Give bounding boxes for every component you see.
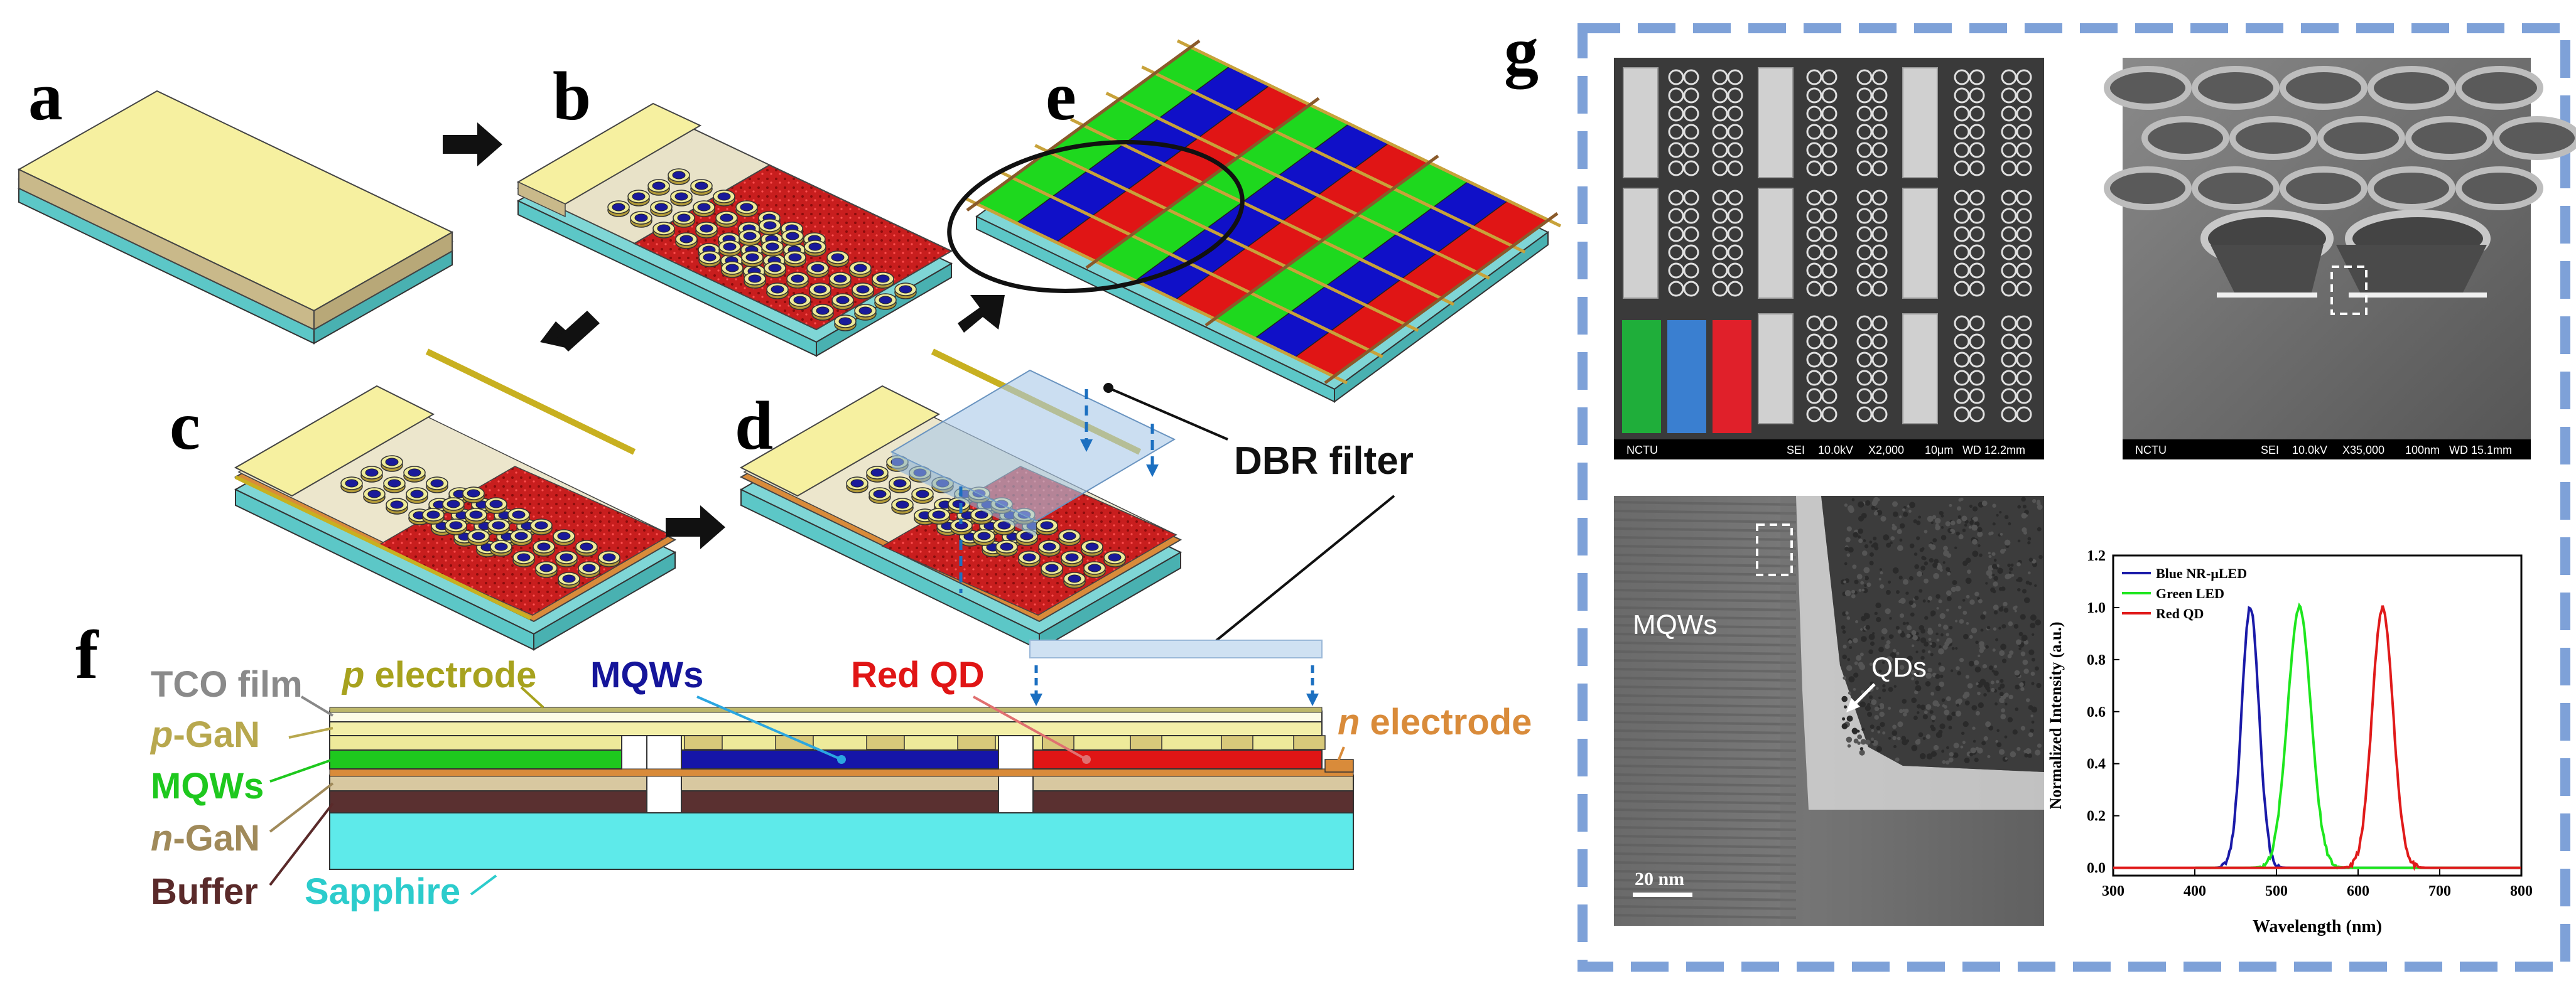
label-p-gan: p-GaN [149,714,260,755]
label-mqws-center: MQWs [590,655,703,695]
svg-text:X35,000: X35,000 [2342,444,2384,456]
y-tick-label: 0.6 [2087,704,2106,721]
leader-tco [300,695,334,717]
chart-x-axis-title: Wavelength (nm) [2253,917,2382,936]
svg-text:10.0kV: 10.0kV [2292,444,2327,456]
svg-text:X2,000: X2,000 [1868,444,1904,456]
panel-f-letter: f [75,616,99,693]
y-tick-label: 1.2 [2087,548,2106,564]
leader-buffer [269,802,334,886]
label-mqws-left: MQWs [151,766,264,807]
label-red-qd: Red QD [851,655,985,695]
dbr-filter-label: DBR filter [1234,439,1414,483]
y-tick-label: 0.8 [2087,652,2106,668]
spectrum-line [2113,605,2521,871]
sapphire-layer [329,812,1354,870]
panel-e-highlight-ellipse [947,140,1245,293]
cross-section-dbr-bar [1029,640,1323,658]
buffer-layer [329,790,1354,813]
svg-text:100nm: 100nm [2405,444,2440,456]
panel-d-dbr-filter [890,369,1176,593]
p-gan-layer [329,721,1323,736]
tem-scale-label: 20 nm [1635,869,1684,889]
label-tco-film: TCO film [151,664,303,705]
leader-red-qd [973,695,1087,761]
label-n-gan: n-GaN [151,818,260,859]
y-tick-label: 0.2 [2087,808,2106,825]
leader-mqws-center [696,695,842,761]
svg-text:NCTU: NCTU [1626,444,1658,456]
p-electrode-layer [329,707,1323,713]
panel-b-nanorings [607,168,917,331]
panel-b-letter: b [553,58,591,134]
sem2-footer: NCTU SEI 10.0kV X35,000 100nm WD 15.1mm [2135,444,2512,456]
n-gan-layer [329,775,1354,791]
arrow-a-to-b [443,122,502,166]
panel-c-nanorings [340,455,620,589]
leader-sapphire [470,874,497,896]
tem-label-mqws: MQWs [1633,609,1717,640]
leader-n-electrode [1336,746,1345,763]
arrow-d-to-e [958,295,1005,333]
panel-d-letter: d [735,387,773,464]
dbr-filter-callout [1103,383,1395,652]
sem-image-top-view [1614,58,2044,459]
green-mqw-block [329,749,622,770]
legend-entry: Red QD [2156,606,2204,621]
panel-e-letter: e [1046,58,1076,134]
label-buffer: Buffer [151,871,258,912]
sem-image-tilted-view [2104,58,2576,459]
x-tick-label: 500 [2265,883,2288,899]
sem1-footer: NCTU SEI 10.0kV X2,000 10μm WD 12.2mm [1626,444,2025,456]
svg-text:10μm: 10μm [1925,444,1953,456]
panel-a-wafer [17,90,454,345]
leader-p-electrode [520,686,544,709]
panel-g-dashed-frame [1578,23,2570,972]
arrow-c-to-d [666,505,725,549]
label-sapphire: Sapphire [305,871,460,912]
tem-image [1613,496,2044,926]
legend-entry: Blue NR-μLED [2156,566,2247,581]
x-tick-label: 700 [2428,883,2451,899]
svg-text:WD 12.2mm: WD 12.2mm [1962,444,2025,456]
x-tick-label: 300 [2102,883,2124,899]
n-electrode-layer [329,768,1354,777]
leader-n-gan [269,782,334,833]
tco-film-layer [329,711,1323,722]
x-tick-label: 400 [2184,883,2206,899]
panel-g-letter: g [1504,13,1539,89]
svg-text:SEI: SEI [2261,444,2279,456]
x-tick-label: 600 [2347,883,2369,899]
leader-mqws-left [269,758,333,783]
panel-c-letter: c [170,387,200,464]
leader-p-gan [288,727,333,739]
y-tick-label: 0.4 [2087,756,2106,773]
svg-text:NCTU: NCTU [2135,444,2167,456]
y-tick-label: 1.0 [2087,600,2106,616]
panel-a-letter: a [28,58,63,134]
svg-text:SEI: SEI [1787,444,1805,456]
panel-f-cross-section [329,640,1354,870]
arrow-b-to-c [540,311,600,351]
label-p-electrode: p electrode [341,655,536,695]
chart-plot-area [2112,554,2523,877]
label-n-electrode: n electrode [1338,702,1532,743]
svg-text:WD 15.1mm: WD 15.1mm [2449,444,2512,456]
chart-y-axis-title: Normalized Intensity (a.u.) [2047,622,2065,810]
legend-entry: Green LED [2156,586,2224,601]
y-tick-label: 0.0 [2087,861,2106,877]
svg-text:10.0kV: 10.0kV [1818,444,1853,456]
x-tick-label: 800 [2510,883,2533,899]
tem-label-qds: QDs [1871,652,1927,683]
